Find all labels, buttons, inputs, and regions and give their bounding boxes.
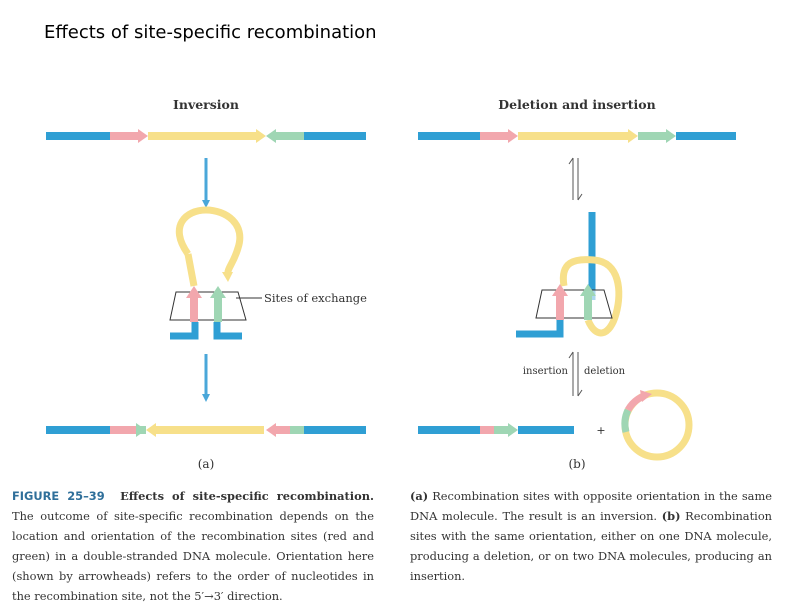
panel-a-label: (a)	[198, 457, 215, 471]
caption-left-text: The outcome of site-specific recombinati…	[12, 509, 374, 603]
caption-b-marker: (b)	[661, 509, 681, 523]
equilibrium-arrows-2: insertion deletion	[523, 351, 626, 397]
panel-a-dna-bottom	[46, 423, 366, 437]
figure-caption-right: (a) Recombination sites with opposite or…	[410, 486, 772, 586]
figure-caption-left: FIGURE 25–39 Effects of site-specific re…	[12, 486, 374, 606]
exchange-plane	[169, 291, 247, 321]
panel-b-heading: Deletion and insertion	[498, 97, 655, 112]
circular-dna	[621, 389, 693, 461]
exchange-plane-b	[535, 289, 613, 319]
slide-title: Effects of site-specific recombination	[44, 22, 377, 43]
deletion-label: deletion	[584, 366, 626, 377]
plus-sign: +	[596, 424, 605, 437]
panel-b-label: (b)	[568, 457, 585, 471]
insertion-label: insertion	[523, 366, 569, 377]
panel-b-intermediate	[516, 212, 623, 338]
caption-a-text: Recombination sites with opposite orient…	[410, 489, 772, 523]
recombination-figure: Inversion	[46, 97, 736, 471]
panel-a-dna-top	[46, 129, 366, 143]
sites-of-exchange-label: Sites of exchange	[264, 291, 367, 305]
equilibrium-arrows-1	[568, 157, 583, 201]
panel-a-intermediate: Sites of exchange	[169, 206, 367, 340]
panel-a-heading: Inversion	[173, 97, 239, 112]
caption-a-marker: (a)	[410, 489, 429, 503]
panel-a: Inversion	[46, 97, 367, 471]
panel-b: Deletion and insertion	[418, 97, 736, 471]
panel-b-dna-top	[418, 129, 736, 143]
figure-label: FIGURE 25–39	[12, 489, 105, 503]
figure-title: Effects of site-specific recombination.	[120, 489, 374, 503]
panel-b-dna-bottom	[418, 423, 574, 437]
caption-b-text: Recombination sites with the same orient…	[410, 509, 773, 583]
